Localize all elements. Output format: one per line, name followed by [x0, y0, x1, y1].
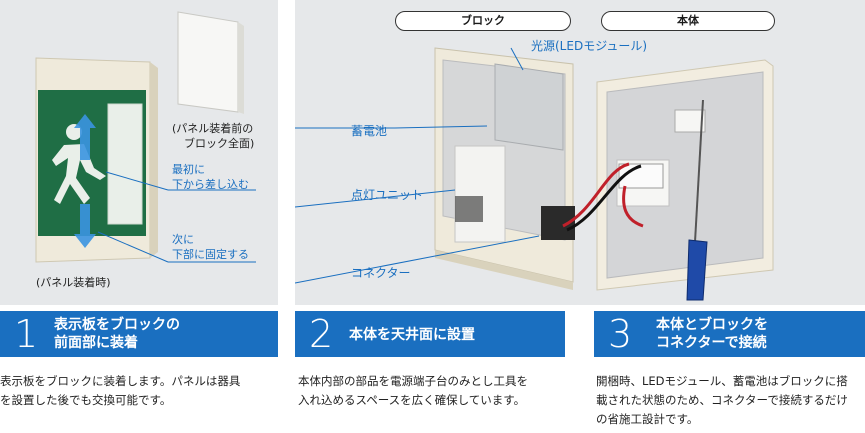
pill-block: ブロック [395, 11, 571, 31]
step-title-line2: コネクターで接続 [656, 335, 767, 351]
step-title-line1: 本体を天井面に設置 [349, 327, 475, 343]
description-line: 開梱時、LEDモジュール、蓄電池はブロックに搭 [596, 374, 848, 388]
callout-fix-bottom: 次に 下部に固定する [172, 232, 249, 262]
label-light-source: 光源(LEDモジュール) [531, 39, 648, 53]
callout-panel-front: (パネル装着前の ブロック全面) [172, 121, 254, 151]
panel-device-illustration: ブロック 本体 光源(LEDモジュール) 蓄電池 点灯ユニット コネクター [295, 0, 865, 305]
step-number: 3 [608, 312, 633, 356]
step-title-line2: 前面部に装着 [54, 335, 138, 351]
description-line: を設置した後でも交換可能です。 [0, 393, 172, 407]
step-title-line1: 本体とブロックを [656, 317, 768, 333]
device-drawing [295, 47, 774, 301]
callout-line: ブロック全面) [184, 137, 255, 150]
description-line: 載された状態のため、コネクターで接続するだけ [596, 393, 848, 407]
label-battery: 蓄電池 [351, 124, 388, 138]
sign-panel-drawing [35, 11, 256, 263]
description-line: の省施工設計です。 [596, 412, 699, 426]
step-banner-2: 2 本体を天井面に設置 [295, 311, 565, 357]
pill-body: 本体 [601, 11, 775, 31]
callout-insert-from-bottom: 最初に 下から差し込む [172, 162, 249, 192]
callout-panel-mounted: (パネル装着時) [36, 276, 111, 289]
label-connector: コネクター [351, 266, 411, 280]
callout-line: 最初に [172, 163, 205, 176]
callout-line: 下から差し込む [172, 178, 249, 191]
description-line: 本体内部の部品を電源端子台のみとし工具を [298, 374, 528, 388]
step-banner-1: 1 表示板をブロックの 前面部に装着 [0, 311, 278, 357]
description-line: 表示板をブロックに装着します。パネルは器具 [0, 374, 241, 388]
step-description-3: 開梱時、LEDモジュール、蓄電池はブロックに搭 載された状態のため、コネクターで… [596, 372, 865, 429]
step-description-2: 本体内部の部品を電源端子台のみとし工具を 入れ込めるスペースを広く確保しています… [298, 372, 578, 410]
step-number: 2 [309, 312, 334, 356]
step-number: 1 [14, 312, 39, 356]
step-title-line1: 表示板をブロックの [54, 317, 180, 333]
callout-line: (パネル装着前の [172, 122, 254, 135]
label-lighting-unit: 点灯ユニット [351, 188, 424, 202]
description-line: 入れ込めるスペースを広く確保しています。 [298, 393, 526, 407]
callout-line: 下部に固定する [172, 248, 249, 261]
step-banner-3: 3 本体とブロックを コネクターで接続 [594, 311, 865, 357]
panel-sign-illustration: (パネル装着前の ブロック全面) 最初に 下から差し込む 次に 下部に固定する … [0, 0, 278, 305]
step-description-1: 表示板をブロックに装着します。パネルは器具 を設置した後でも交換可能です。 [0, 372, 280, 410]
callout-line: 次に [172, 233, 194, 246]
